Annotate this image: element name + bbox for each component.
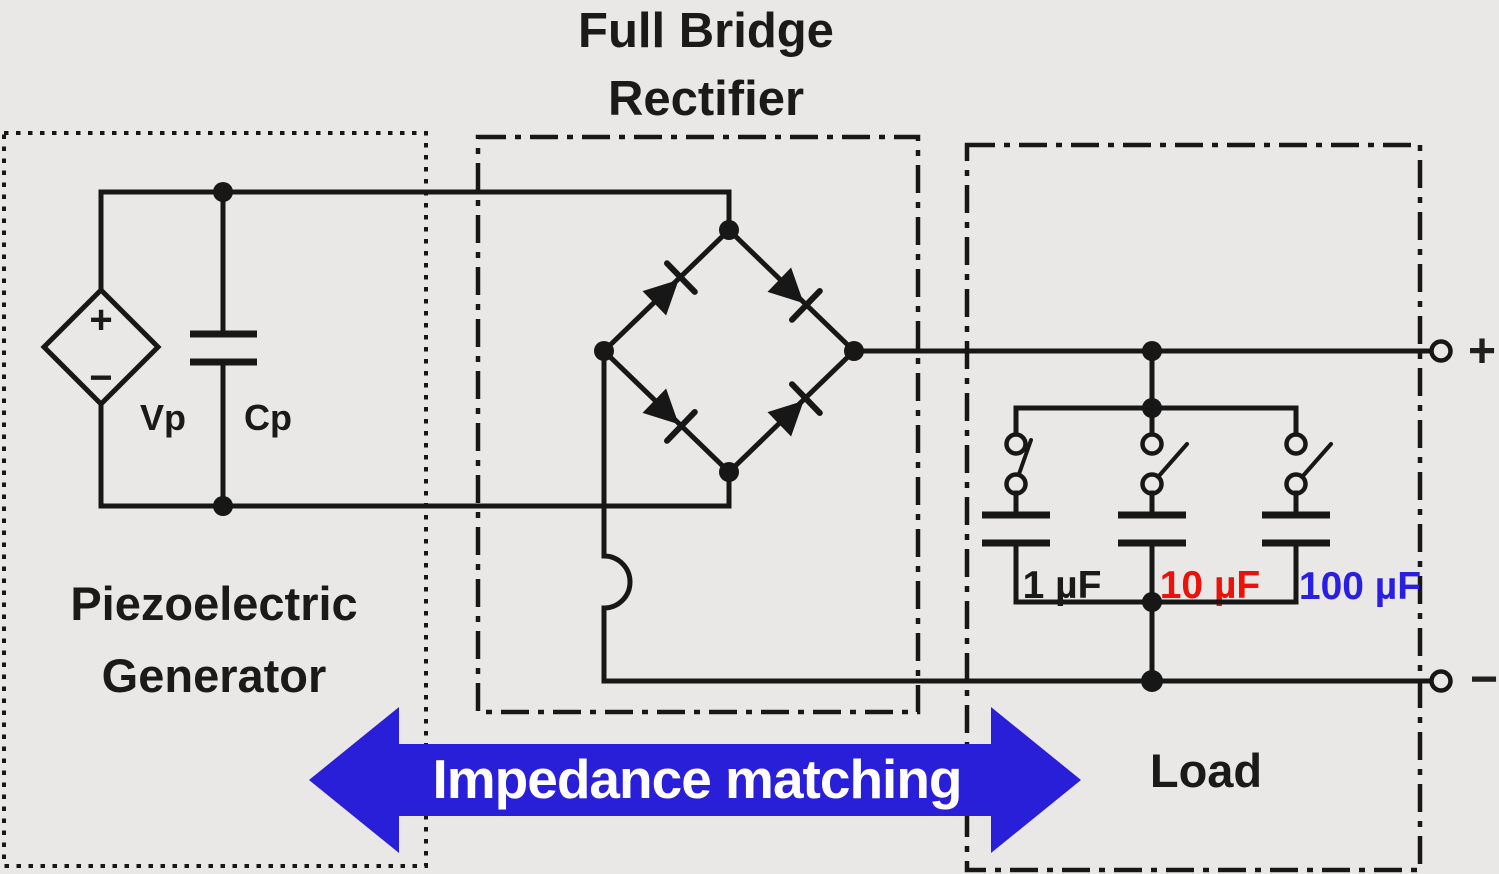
rectifier-title-line2: Rectifier [608, 72, 804, 126]
wire-top-ac [98, 189, 732, 294]
junction-dot [1142, 341, 1162, 361]
load-branch-1uF: 1 µF [982, 432, 1155, 607]
bridge-top-node [719, 220, 739, 240]
source-label: Vp [140, 397, 186, 438]
wire-bottom-ac [98, 401, 732, 509]
capacitor-value-label: 100 µF [1299, 565, 1421, 608]
switch-lever-open [1300, 442, 1333, 479]
diode-cathode-bar [664, 409, 698, 444]
switch-lever-closed [1017, 438, 1033, 476]
rectifier-title-line1: Full Bridge [578, 4, 834, 58]
piezoelectric-generator: + − Vp Cp Piezoelectric Generator [40, 182, 732, 702]
load-title: Load [1150, 744, 1262, 797]
load-branch-100uF: 100 µF [1149, 432, 1421, 608]
output-terminals: + − [1429, 325, 1498, 706]
voltage-source-diamond [40, 286, 162, 408]
generator-title-line2: Generator [102, 649, 327, 702]
full-bridge-rectifier: Full Bridge Rectifier [578, 4, 864, 482]
full-bridge-rectifier-box [475, 134, 921, 715]
diode-cathode-bar [789, 288, 823, 323]
load-box [964, 142, 1423, 873]
wire-negative-rail-with-hop [601, 348, 1436, 684]
junction-dot [213, 496, 233, 516]
positive-terminal-sign: + [1468, 325, 1496, 378]
double-headed-arrow [309, 707, 1081, 853]
bridge-bottom-node [719, 462, 739, 482]
diode-bottom-left [642, 388, 698, 444]
junction-dot [213, 182, 233, 202]
diode-triangle [642, 388, 679, 425]
cp-label: Cp [244, 397, 292, 438]
negative-terminal-sign: − [1470, 653, 1498, 706]
capacitor-bottom-lead [1013, 540, 1155, 605]
junction-dot [1142, 592, 1162, 612]
impedance-matching-arrow: Impedance matching [309, 707, 1081, 853]
switch-contact-top [1004, 432, 1028, 456]
switch-lever-open [1156, 442, 1189, 479]
diode-triangle [642, 279, 679, 316]
source-plus-sign: + [89, 298, 112, 342]
source-minus-sign: − [89, 356, 112, 400]
negative-terminal-circle [1429, 669, 1453, 693]
diode-triangle [767, 267, 804, 304]
diode-top-left [642, 260, 698, 316]
switch-contact-top [1140, 432, 1164, 456]
capacitor-value-label: 1 µF [1023, 564, 1102, 607]
diode-triangle [767, 400, 804, 437]
junction-dot [1142, 398, 1162, 418]
diode-bottom-right [767, 381, 823, 437]
diode-cathode-bar [789, 381, 823, 416]
generator-title-line1: Piezoelectric [70, 577, 357, 630]
junction-dot [1141, 670, 1163, 692]
positive-terminal-circle [1429, 339, 1453, 363]
switch-contact-top [1284, 432, 1308, 456]
impedance-matching-label: Impedance matching [432, 748, 961, 810]
diode-top-right [767, 267, 823, 323]
diode-cathode-bar [664, 260, 698, 295]
load-capacitor-bank: 1 µF 10 µF 100 µF Load [982, 341, 1421, 797]
capacitor-bottom-lead [1149, 540, 1299, 605]
